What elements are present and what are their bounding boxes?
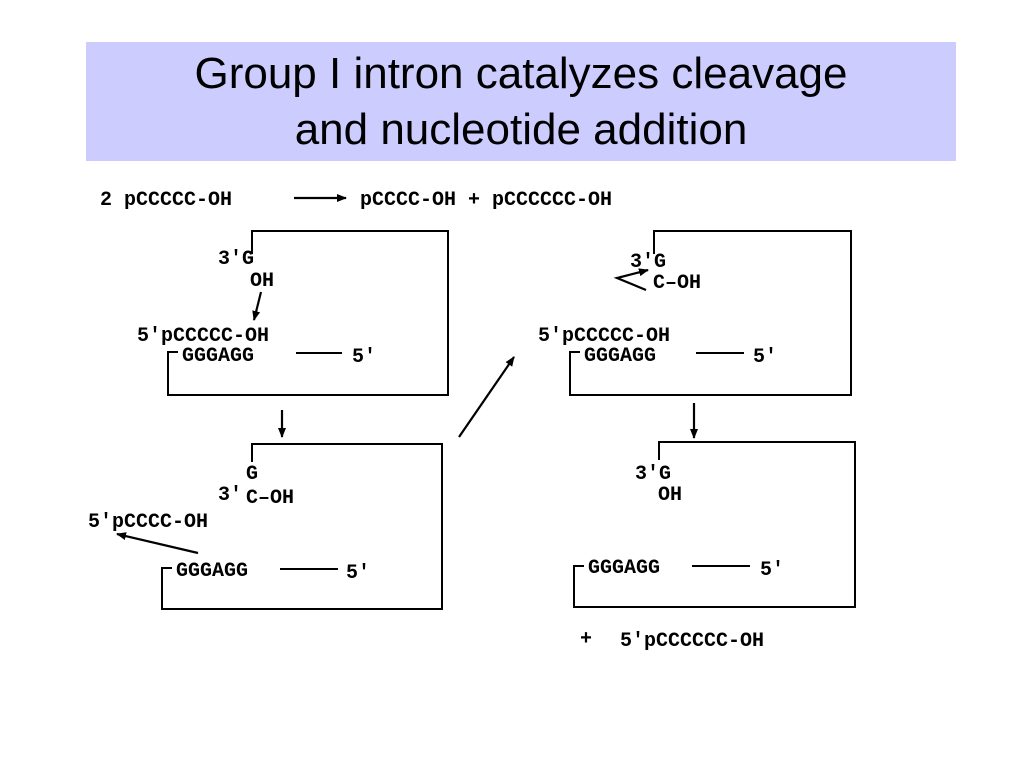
panel-1-igs: GGGAGG [182, 345, 254, 368]
panel-4-five-prime: 5' [760, 559, 784, 582]
equation-products: pCCCC-OH + pCCCCCC-OH [360, 189, 612, 212]
panel-2-five-prime: 5' [753, 346, 777, 369]
panel-1-oh: OH [250, 270, 274, 293]
panel-4-oh: OH [658, 484, 682, 507]
panel-3-product: 5'pCCCC-OH [88, 511, 208, 534]
panel-4-g-end: 3'G [635, 463, 671, 486]
panel-1-substrate: 5'pCCCCC-OH [137, 325, 269, 348]
panel-3-release-arrow [116, 532, 199, 555]
panel-4-intron: 3'G OH GGGAGG 5' + 5'pCCCCCC-OH [573, 441, 856, 653]
panel-3-igs: GGGAGG [176, 560, 248, 583]
panel-4-intron-loop [573, 441, 856, 608]
panel-2-intron: 3'G C–OH 5'pCCCCC-OH GGGAGG 5' [538, 230, 852, 396]
panel-2-intron-loop [569, 230, 852, 396]
panel-2-igs: GGGAGG [584, 345, 656, 368]
panel-3-g: G [246, 463, 258, 486]
panel-1-attack-arrow [252, 291, 263, 321]
slide-title-line-2: and nucleotide addition [294, 104, 748, 154]
panel-1-intron-loop [167, 230, 449, 396]
panel-3-intron: G 3' C–OH 5'pCCCC-OH GGGAGG 5' [88, 443, 443, 610]
panel-3-three-prime: 3' [218, 484, 242, 507]
panel-4-product: 5'pCCCCCC-OH [620, 630, 764, 653]
equation-reactant: 2 pCCCCC-OH [100, 189, 232, 212]
panel-3-intron-loop [161, 443, 443, 610]
panel-4-plus-sign: + [580, 628, 592, 651]
title-banner: Group I intron catalyzes cleavage and nu… [86, 42, 956, 161]
panel-3-c-oh: C–OH [246, 487, 294, 510]
step-arrow-3-to-2 [458, 356, 515, 438]
panel-2-attack-arrow [613, 268, 649, 292]
panel-2-substrate: 5'pCCCCC-OH [538, 325, 670, 348]
panel-1-g-end: 3'G [218, 248, 254, 271]
slide-title-line-1: Group I intron catalyzes cleavage [194, 48, 848, 98]
panel-2-g-end: 3'G [630, 251, 666, 274]
panel-3-five-prime: 5' [346, 562, 370, 585]
panel-4-igs: GGGAGG [588, 557, 660, 580]
panel-2-c-oh: C–OH [653, 272, 701, 295]
panel-1-five-prime: 5' [352, 346, 376, 369]
panel-1-intron: 3'G OH 5'pCCCCC-OH GGGAGG 5' [137, 230, 449, 396]
